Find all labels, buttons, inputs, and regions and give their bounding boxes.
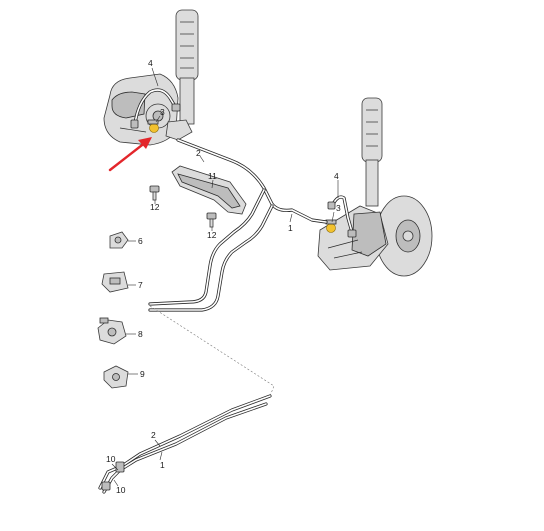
callout-4-left: 4	[148, 58, 153, 68]
callout-3-right: 3	[336, 203, 341, 213]
callout-leaders	[111, 67, 339, 487]
heat-shield	[171, 165, 247, 215]
clip-part-7	[101, 271, 129, 293]
clip-part-8	[97, 317, 127, 345]
callout-1-bottom: 1	[160, 460, 165, 470]
callout-6: 6	[138, 236, 143, 246]
callout-8: 8	[138, 329, 143, 339]
callout-10-b: 10	[116, 485, 126, 495]
left-retaining-clip-highlighted	[147, 119, 159, 133]
callout-3-left: 3	[160, 107, 165, 117]
callout-2-top: 2	[196, 148, 201, 158]
callout-10-a: 10	[106, 454, 116, 464]
callout-7: 7	[138, 280, 143, 290]
callout-labels: 4 3 2 11 12 12 1 4 3 6 7 8 9 2 1 10 10	[106, 58, 341, 495]
callout-12-left: 12	[150, 202, 160, 212]
right-brake-hose	[327, 195, 357, 238]
callout-12-mid: 12	[207, 230, 217, 240]
dashed-connection-line	[149, 305, 275, 397]
red-pointer-arrow	[108, 137, 152, 172]
clip-part-9	[103, 365, 129, 389]
left-brake-hose	[130, 88, 181, 129]
brake-pipe-main	[148, 138, 328, 312]
callout-9: 9	[140, 369, 145, 379]
bolt-middle	[206, 212, 217, 228]
right-shock-absorber	[361, 97, 383, 207]
callout-2-bottom: 2	[151, 430, 156, 440]
left-shock-absorber	[175, 9, 199, 125]
callout-4-right: 4	[334, 171, 339, 181]
clip-part-6	[109, 231, 129, 249]
bolt-left	[149, 185, 160, 201]
callout-1-mid: 1	[288, 223, 293, 233]
brake-pipe-lower	[98, 394, 272, 494]
callout-11: 11	[208, 171, 217, 181]
